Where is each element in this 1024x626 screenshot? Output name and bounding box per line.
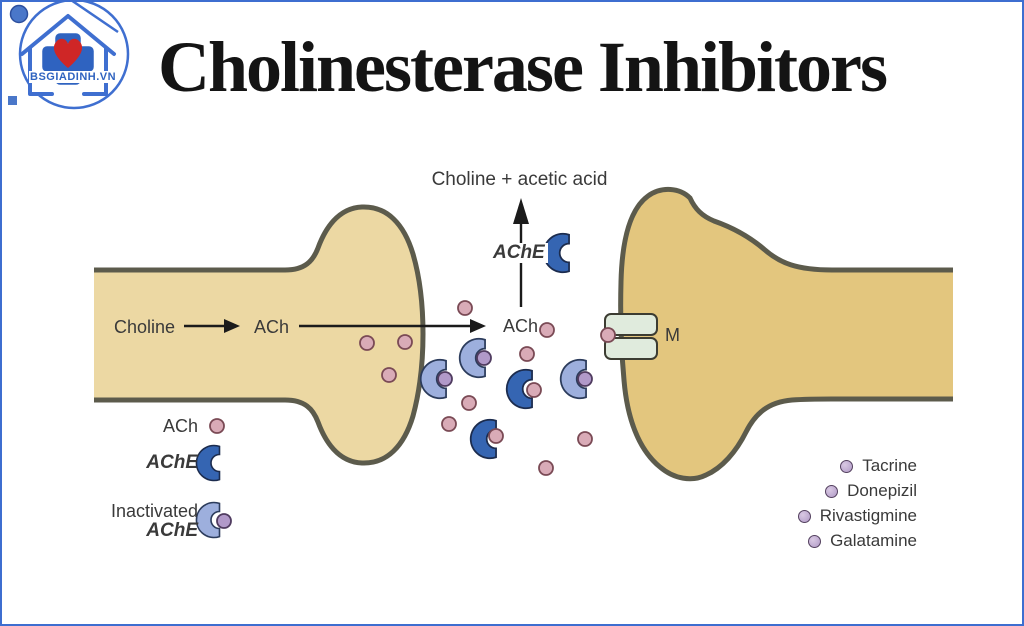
ach-on-ache-icon <box>526 382 542 398</box>
legend-inactivated-ache-icon <box>195 501 221 539</box>
ach-molecule-icon <box>538 460 554 476</box>
drug-molecule-icon <box>825 484 839 498</box>
postsynaptic-neuron <box>620 189 953 479</box>
logo-accent-line <box>71 2 119 34</box>
inhibitor-molecule-icon <box>577 371 593 387</box>
legend-inactivated-ache-label: Inactivated AChE <box>90 501 198 541</box>
legend-ache-icon <box>195 444 221 482</box>
ach-on-ache-icon <box>488 428 504 444</box>
ach-molecule-icon <box>381 367 397 383</box>
choline-to-ach-arrow <box>184 319 240 333</box>
site-logo <box>8 2 130 110</box>
logo-square-icon <box>8 96 17 105</box>
legend-row-donepizil: Donepizil <box>742 481 917 501</box>
muscarinic-receptor <box>604 313 658 360</box>
drug-label: Rivastigmine <box>819 506 917 525</box>
ach-molecule-icon <box>359 335 375 351</box>
heart-icon <box>53 38 83 68</box>
legend-ach-icon <box>209 418 225 434</box>
legend-inactivated-line1: Inactivated <box>110 501 198 521</box>
logo-text: BSGIADINH.VN <box>29 71 118 83</box>
drug-label: Tacrine <box>862 456 917 475</box>
ach-molecule-icon <box>539 322 555 338</box>
legend-row-tacrine: Tacrine <box>742 456 917 476</box>
inhibitor-molecule-icon <box>437 371 453 387</box>
inhibitor-molecules <box>216 350 593 529</box>
ach-on-receptor-icon <box>600 327 616 343</box>
ach-molecules <box>209 300 616 476</box>
drug-molecule-icon <box>840 459 854 473</box>
ach-presynaptic-label: ACh <box>254 317 290 337</box>
choline-label: Choline <box>114 317 176 337</box>
presynaptic-membrane <box>94 204 426 466</box>
ache-top-label: AChE <box>490 243 548 263</box>
legend-inactivated-line2: AChE <box>146 520 198 541</box>
ach-molecule-icon <box>397 334 413 350</box>
legend-inhibitor-icon <box>216 513 232 529</box>
m-receptor-label: M <box>665 325 680 345</box>
logo-dot-icon <box>9 4 29 24</box>
drug-molecule-icon <box>808 534 822 548</box>
ach-cleft-label: ACh <box>503 316 539 336</box>
page-title: Cholinesterase Inhibitors <box>157 27 888 107</box>
legend-row-galatamine: Galatamine <box>742 531 917 551</box>
ach-molecule-icon <box>461 395 477 411</box>
ach-molecule-icon <box>577 431 593 447</box>
ach-breakdown-arrow <box>513 198 529 307</box>
ach-molecule-icon <box>519 346 535 362</box>
ach-molecule-icon <box>457 300 473 316</box>
legend-row-rivastigmine: Rivastigmine <box>742 506 917 526</box>
drug-molecule-icon <box>797 509 811 523</box>
choline-acetic-acid-label: Choline + acetic acid <box>431 169 608 190</box>
legend-ach-label: ACh <box>162 416 198 436</box>
legend-ache-label: AChE <box>146 452 198 473</box>
house-icon <box>20 14 116 96</box>
inhibitor-molecule-icon <box>476 350 492 366</box>
drug-label: Galatamine <box>830 531 917 550</box>
ach-release-arrow <box>299 319 486 333</box>
ach-molecule-icon <box>441 416 457 432</box>
drug-label: Donepizil <box>847 481 917 500</box>
